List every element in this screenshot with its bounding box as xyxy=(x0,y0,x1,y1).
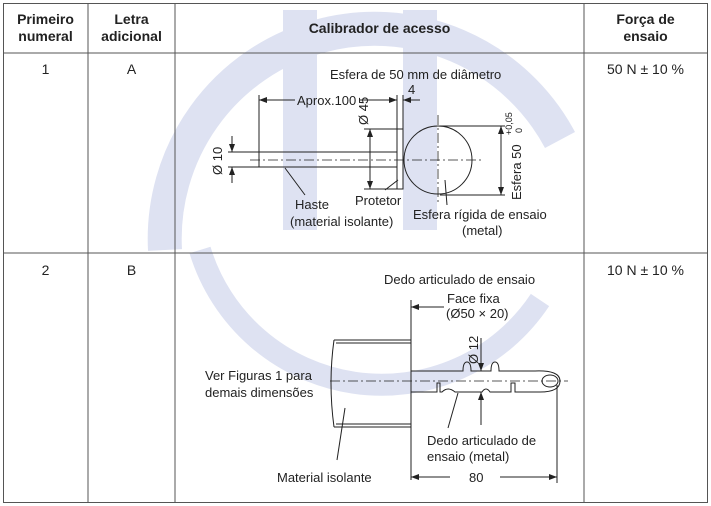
header-calibrador: Calibrador de acesso xyxy=(308,20,451,36)
tolerance-upper: +0,05 xyxy=(504,112,514,135)
rod xyxy=(258,151,398,168)
drawing-title: Dedo articulado de ensaio xyxy=(384,272,535,287)
label-rod-material: (material isolante) xyxy=(290,214,393,229)
label-reference-cont: demais dimensões xyxy=(205,385,314,400)
label-finger-material: ensaio (metal) xyxy=(427,449,509,464)
label-reference: Ver Figuras 1 para xyxy=(205,368,313,383)
drawing-title: Esfera de 50 mm de diâmetro xyxy=(330,67,501,82)
label-sphere: Esfera rígida de ensaio xyxy=(413,207,547,222)
dim-length: 80 xyxy=(469,470,483,485)
label-face-size: (Ø50 × 20) xyxy=(446,306,509,321)
dim-gap: 4 xyxy=(408,82,415,97)
label-rod: Haste xyxy=(295,197,329,212)
dim-rod: Ø 10 xyxy=(210,147,225,175)
row2-force: 10 N ± 10 % xyxy=(607,262,684,278)
dim-length: Aprox.100 xyxy=(297,93,356,108)
label-face: Face fixa xyxy=(447,291,501,306)
access-probe-a-drawing: Esfera de 50 mm de diâmetro Aprox.100 4 … xyxy=(210,67,547,238)
label-finger: Dedo articulado de xyxy=(427,433,536,448)
row2-numeral: 2 xyxy=(41,262,50,278)
row1-force: 50 N ± 10 % xyxy=(607,61,684,77)
dim-finger: Ø 12 xyxy=(466,336,481,364)
tolerance-lower: 0 xyxy=(514,128,524,133)
dim-sphere: Esfera 50 xyxy=(509,144,524,200)
row2-letter: B xyxy=(126,262,137,278)
label-sphere-material: (metal) xyxy=(462,223,502,238)
label-guard: Protetor xyxy=(355,193,402,208)
row1-letter: A xyxy=(126,61,137,77)
dim-guard: Ø 45 xyxy=(356,97,371,125)
table-grid xyxy=(3,3,708,503)
row1-numeral: 1 xyxy=(41,61,50,77)
jointed-finger-b-drawing: Dedo articulado de ensaio Face fixa (Ø50… xyxy=(205,272,568,485)
label-insulation: Material isolante xyxy=(277,470,372,485)
guard xyxy=(396,128,404,190)
abnt-watermark xyxy=(147,10,575,396)
